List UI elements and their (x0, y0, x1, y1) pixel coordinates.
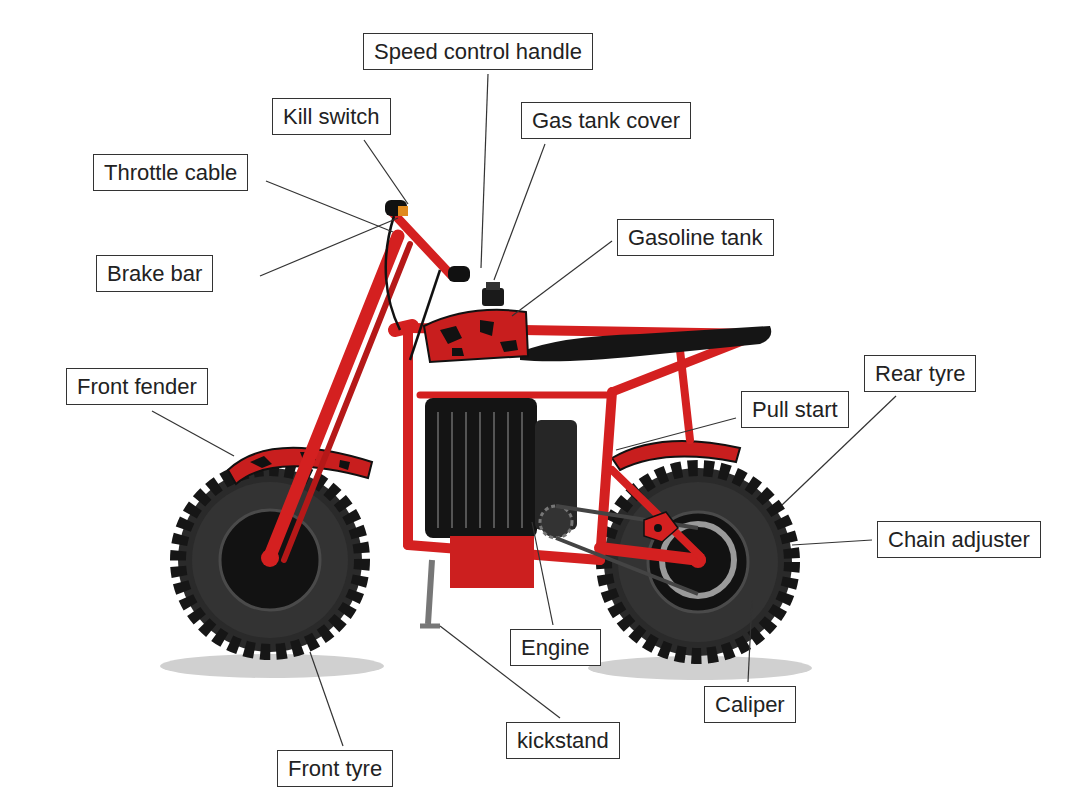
part-label: Kill switch (283, 103, 380, 130)
kickstand (420, 624, 440, 629)
leader-line (792, 540, 872, 545)
leader-line (512, 241, 612, 316)
part-label-box: Gasoline tank (617, 219, 774, 256)
leader-line (266, 181, 393, 232)
engine (540, 506, 572, 538)
engine (438, 412, 522, 528)
leader-line (494, 144, 545, 280)
frame (600, 548, 700, 560)
engine (465, 412, 467, 528)
engine (556, 506, 698, 528)
frame (403, 330, 413, 545)
leader-line (152, 411, 234, 456)
gas-tank (424, 310, 528, 362)
caliper (644, 512, 678, 542)
part-label-box: Brake bar (96, 255, 213, 292)
part-label: Pull start (752, 396, 838, 423)
frame (284, 244, 410, 560)
leader-line (532, 522, 553, 625)
part-label: Front fender (77, 373, 197, 400)
leader-line (152, 74, 896, 746)
frame (612, 470, 700, 556)
handlebar (386, 216, 400, 330)
engine (451, 412, 453, 528)
shadow (160, 654, 384, 678)
part-label-box: Kill switch (272, 98, 391, 135)
part-label-box: kickstand (506, 722, 620, 759)
engine (450, 536, 534, 588)
part-label: Chain adjuster (888, 526, 1030, 553)
engine (425, 398, 537, 538)
part-label: Speed control handle (374, 38, 582, 65)
frame (420, 392, 610, 399)
engine (437, 412, 439, 528)
part-label-box: Caliper (704, 686, 796, 723)
engine (425, 398, 698, 594)
frame (600, 392, 612, 560)
rear-fender (612, 441, 740, 470)
part-label-box: Throttle cable (93, 154, 248, 191)
gas-tank (482, 288, 504, 306)
part-label-box: Pull start (741, 391, 849, 428)
seat (520, 326, 771, 361)
engine (507, 412, 509, 528)
part-label: Caliper (715, 691, 785, 718)
leader-line (481, 74, 488, 268)
part-label-box: Speed control handle (363, 33, 593, 70)
frame (680, 350, 690, 440)
engine (521, 412, 523, 528)
engine (493, 412, 495, 528)
leader-line (364, 140, 408, 204)
kickstand (420, 560, 440, 626)
part-label-box: Rear tyre (864, 355, 976, 392)
part-label-box: Gas tank cover (521, 102, 691, 139)
kickstand (428, 560, 432, 624)
handlebar (398, 206, 408, 216)
part-label: Rear tyre (875, 360, 965, 387)
part-label-box: Front fender (66, 368, 208, 405)
seat (520, 326, 771, 361)
leader-line (260, 218, 398, 276)
leader-line (748, 600, 752, 682)
rear-fender (612, 441, 740, 470)
part-label: Brake bar (107, 260, 202, 287)
part-label: Gasoline tank (628, 224, 763, 251)
caliper (654, 524, 662, 532)
handlebar (392, 212, 452, 276)
part-label: kickstand (517, 727, 609, 754)
part-label-box: Front tyre (277, 750, 393, 787)
leader-line (310, 652, 343, 746)
gas-tank (486, 282, 500, 290)
frame (270, 236, 760, 560)
gas-tank (440, 320, 518, 356)
frame (270, 236, 398, 556)
part-label: Throttle cable (104, 159, 237, 186)
handlebar (448, 266, 470, 282)
leader-line (616, 418, 736, 450)
caliper (644, 512, 678, 542)
gas-tank (424, 282, 528, 362)
handlebar (385, 200, 407, 216)
engine (479, 412, 481, 528)
part-label-box: Chain adjuster (877, 521, 1041, 558)
part-label: Gas tank cover (532, 107, 680, 134)
part-label: Front tyre (288, 755, 382, 782)
part-label: Engine (521, 634, 590, 661)
part-label-box: Engine (510, 629, 601, 666)
engine (556, 538, 698, 594)
